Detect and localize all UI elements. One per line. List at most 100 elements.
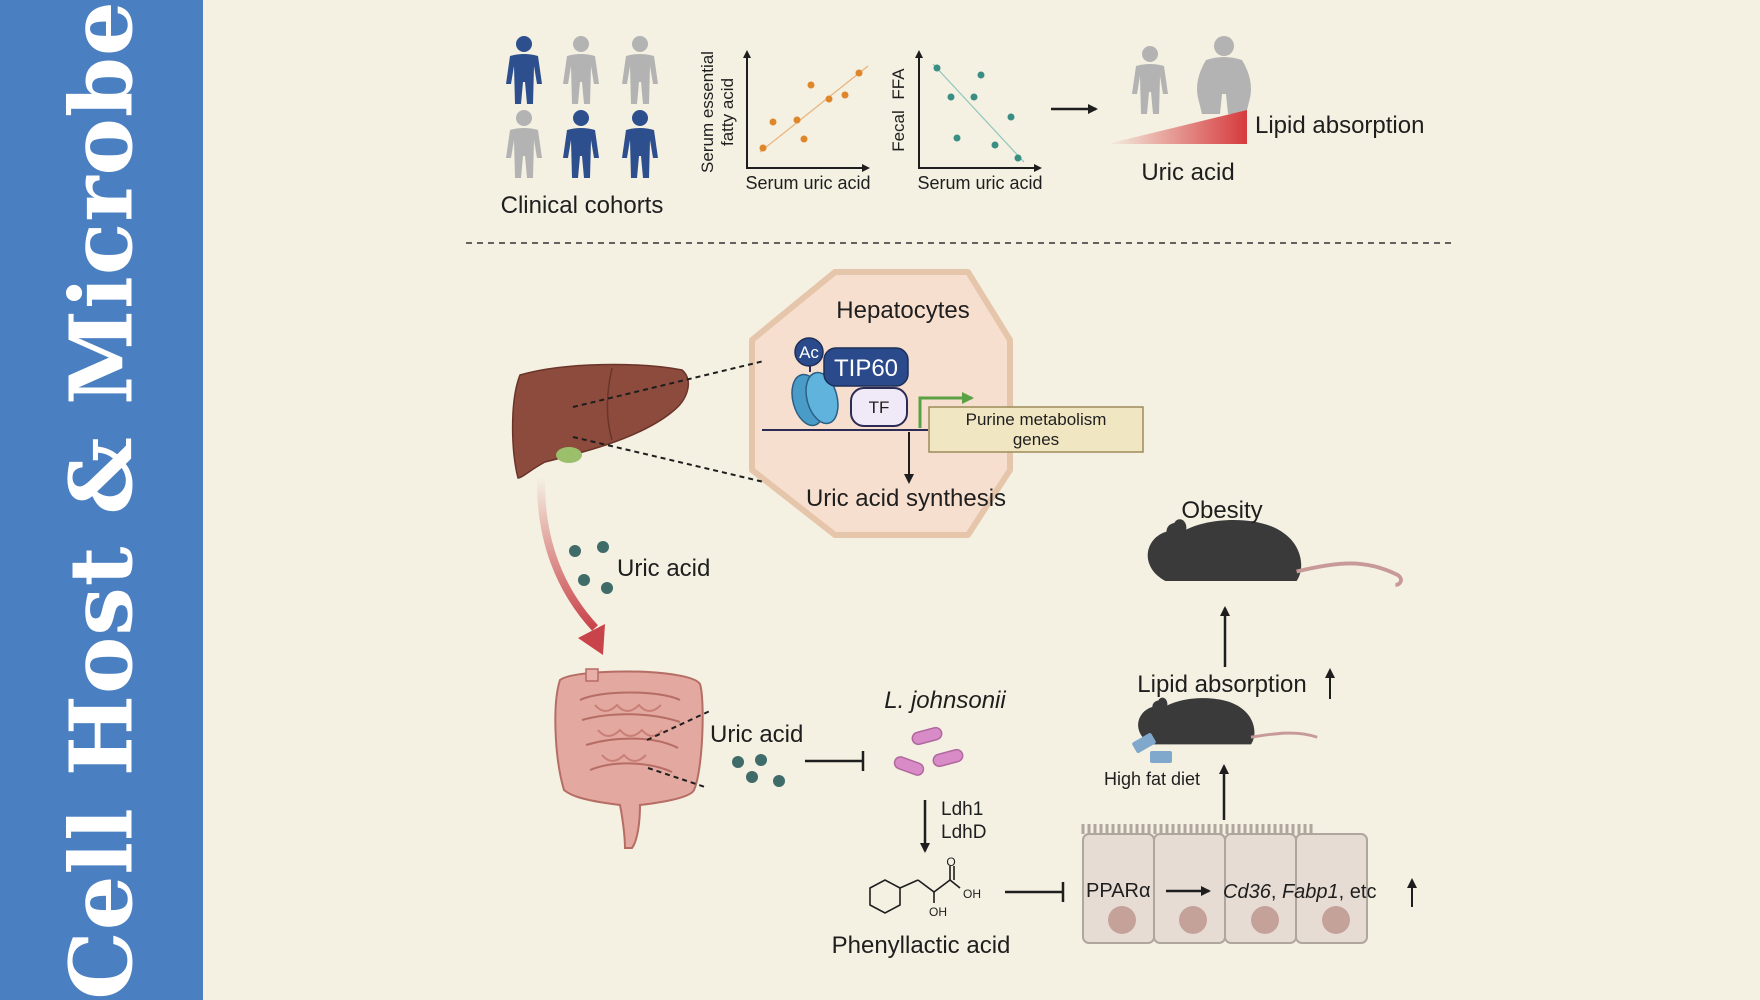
obese-mouse-icon	[1147, 519, 1403, 587]
cohorts-label: Clinical cohorts	[501, 192, 664, 219]
plot2-points	[933, 64, 1022, 162]
uric-acid-dots-blood	[569, 541, 613, 594]
data-point	[769, 118, 777, 126]
intestine-icon	[554, 668, 704, 849]
obesity-people	[1132, 36, 1251, 114]
liver-icon	[511, 363, 690, 479]
plot1-axis-arrows	[743, 50, 870, 172]
person-icon	[506, 110, 542, 178]
genes-line1: Purine metabolism	[966, 410, 1107, 429]
plot1-trendline	[759, 65, 869, 153]
purine-genes-box	[928, 406, 1144, 453]
gallbladder-icon	[556, 447, 582, 463]
person-icon	[563, 110, 599, 178]
liver-lobe-line	[606, 367, 613, 441]
plot2-ylabel-2: FFA	[889, 68, 908, 100]
data-point	[807, 81, 815, 89]
uric-acid-dots-gut	[732, 754, 785, 787]
gene-separator: ,	[1271, 881, 1282, 903]
scatter-plot-negative: Fecal FFA Serum uric acid	[889, 50, 1043, 193]
acetyl-group	[794, 337, 824, 367]
plot2-axes	[918, 52, 1040, 169]
uric-acid-synthesis-label: Uric acid synthesis	[806, 485, 1006, 512]
person-icon	[506, 36, 542, 104]
gene-cd36: Cd36	[1223, 881, 1272, 903]
uric-acid-dot	[601, 582, 613, 594]
hfd-mouse-icon	[1138, 697, 1318, 745]
zoom-line-bottom	[572, 436, 765, 483]
nucleosome-icon	[791, 371, 839, 427]
gradient-wedge	[1107, 110, 1247, 144]
obesity-label: Obesity	[1181, 497, 1262, 524]
obese-person-icon	[1197, 36, 1251, 114]
liver-to-gut-arrow	[536, 477, 598, 631]
ppar-label: PPARα	[1086, 880, 1151, 902]
lipid-absorption-label: Lipid absorption	[1255, 112, 1424, 139]
promoter-arrow	[918, 392, 974, 428]
uric-acid-dot	[773, 775, 785, 787]
lipid-absorption-mouse-label: Lipid absorption	[1137, 671, 1306, 698]
plot2-trendline	[932, 63, 1025, 163]
person-icon	[563, 36, 599, 104]
enzyme2-label: LdhD	[941, 822, 986, 843]
data-point	[977, 71, 985, 79]
uric-acid-label: Uric acid	[1141, 159, 1234, 186]
hfd-label: High fat diet	[1104, 769, 1200, 789]
tf-label: TF	[869, 398, 890, 417]
data-point	[825, 95, 833, 103]
data-point	[1007, 113, 1015, 121]
uric-acid-dot	[569, 545, 581, 557]
lean-person-icon	[1132, 46, 1168, 114]
data-point	[800, 135, 808, 143]
target-genes-label: Cd36, Fabp1, etc	[1223, 881, 1376, 903]
tip60-box	[823, 347, 909, 387]
bacteria-label: L. johnsonii	[884, 687, 1006, 714]
phenyllactic-acid-label: Phenyllactic acid	[832, 932, 1011, 959]
uric-acid-dot	[755, 754, 767, 766]
cohort-people	[506, 36, 658, 178]
tip60-label: TIP60	[834, 355, 898, 382]
intestinal-epithelium	[1081, 824, 1368, 944]
plot2-xlabel: Serum uric acid	[917, 173, 1042, 193]
scatter-plot-positive: Serum essential fatty acid Serum uric ac…	[698, 50, 871, 193]
data-point	[947, 93, 955, 101]
phenyllactic-acid-structure	[869, 866, 961, 914]
person-icon	[622, 36, 658, 104]
uric-acid-dot	[597, 541, 609, 553]
data-point	[759, 144, 767, 152]
genes-line2: genes	[1013, 430, 1059, 449]
uric-acid-dot	[746, 771, 758, 783]
data-point	[953, 134, 961, 142]
data-point	[970, 93, 978, 101]
person-icon	[622, 110, 658, 178]
data-point	[841, 91, 849, 99]
bacteria-icon	[893, 726, 964, 776]
oh-label-2: OH	[929, 905, 947, 919]
gene-suffix: , etc	[1339, 881, 1377, 903]
hfd-pellets-icon	[1132, 733, 1172, 763]
oh-label-1: OH	[963, 887, 981, 901]
hepatocytes-title: Hepatocytes	[836, 297, 969, 324]
gut-zoom-line-bottom	[647, 767, 706, 788]
gut-zoom-line-top	[646, 709, 713, 741]
plot1-ylabel-2: fatty acid	[718, 78, 737, 146]
liver-to-gut-arrowhead	[578, 624, 605, 655]
plot1-points	[759, 69, 863, 152]
o-label: O	[946, 855, 955, 869]
zoom-line-top	[572, 360, 765, 408]
gene-fabp1: Fabp1	[1282, 881, 1339, 903]
plot1-ylabel-1: Serum essential	[698, 51, 717, 173]
plot1-xlabel: Serum uric acid	[745, 173, 870, 193]
ac-label: Ac	[799, 343, 819, 362]
uric-acid-gut-label: Uric acid	[710, 721, 803, 748]
plot1-axes	[746, 52, 868, 169]
data-point	[1014, 154, 1022, 162]
uric-acid-dot	[732, 756, 744, 768]
data-point	[793, 116, 801, 124]
plot2-ylabel-1: Fecal	[889, 110, 908, 152]
data-point	[933, 64, 941, 72]
data-point	[991, 141, 999, 149]
data-point	[855, 69, 863, 77]
